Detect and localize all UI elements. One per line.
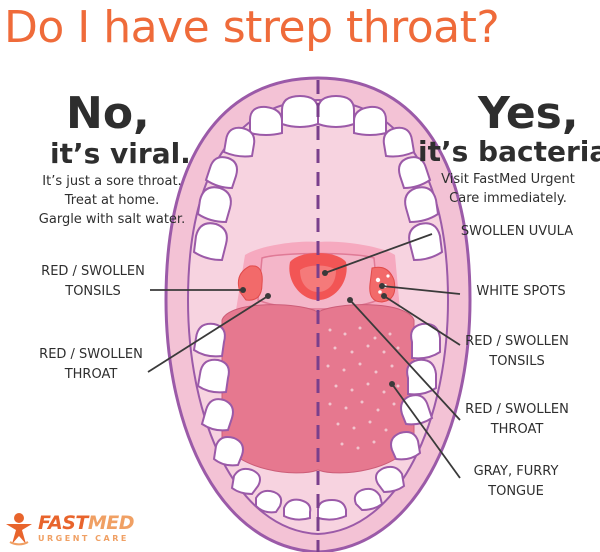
label-tongue: GRAY, FURRY TONGUE xyxy=(466,462,566,502)
right-description: Visit FastMed Urgent Care immediately. xyxy=(416,170,600,208)
label-tongue-line2: TONGUE xyxy=(488,484,544,499)
label-right-throat: RED / SWOLLEN THROAT xyxy=(458,400,576,440)
label-right-tonsils: RED / SWOLLEN TONSILS xyxy=(458,332,576,372)
person-logo-icon xyxy=(6,513,32,546)
label-left-throat: RED / SWOLLEN THROAT xyxy=(36,345,146,385)
upper-teeth xyxy=(192,94,444,262)
logo-subtitle: URGENT CARE xyxy=(38,534,129,543)
label-left-tonsils: RED / SWOLLEN TONSILS xyxy=(38,262,148,302)
label-left-throat-line1: RED / SWOLLEN xyxy=(39,347,143,362)
fastmed-logo[interactable]: FASTMED URGENT CARE xyxy=(4,512,164,548)
label-left-throat-line2: THROAT xyxy=(64,367,118,382)
left-line-2: Treat at home. xyxy=(64,193,160,208)
left-description: It’s just a sore throat. Treat at home. … xyxy=(22,172,202,229)
pointer-dots xyxy=(240,270,395,387)
right-line-1: Visit FastMed Urgent xyxy=(441,172,575,187)
label-uvula: SWOLLEN UVULA xyxy=(460,224,574,239)
label-tongue-line1: GRAY, FURRY xyxy=(473,464,559,479)
left-subheading: it’s viral. xyxy=(50,137,191,170)
label-left-tonsils-line1: RED / SWOLLEN xyxy=(41,264,145,279)
right-line-2: Care immediately. xyxy=(449,191,567,206)
lower-teeth xyxy=(192,322,441,521)
label-left-tonsils-line2: TONSILS xyxy=(65,284,121,299)
label-white-spots: WHITE SPOTS xyxy=(476,284,566,299)
left-line-1: It’s just a sore throat. xyxy=(42,174,182,189)
label-right-throat-line1: RED / SWOLLEN xyxy=(465,402,569,417)
label-right-throat-line2: THROAT xyxy=(490,422,544,437)
right-subheading: it’s bacterial. xyxy=(418,135,600,168)
logo-brand-med: MED xyxy=(87,512,135,534)
label-right-tonsils-line1: RED / SWOLLEN xyxy=(465,334,569,349)
logo-brand-fast: FAST xyxy=(38,512,88,534)
label-right-tonsils-line2: TONSILS xyxy=(489,354,545,369)
left-line-3: Gargle with salt water. xyxy=(38,212,186,227)
pointer-lines xyxy=(147,233,461,479)
right-heading: Yes, xyxy=(478,88,579,139)
furry-tongue-dots xyxy=(326,326,400,450)
left-heading: No, xyxy=(66,88,150,139)
logo-brand: FASTMED xyxy=(38,512,135,534)
page-title: Do I have strep throat? xyxy=(4,2,500,53)
